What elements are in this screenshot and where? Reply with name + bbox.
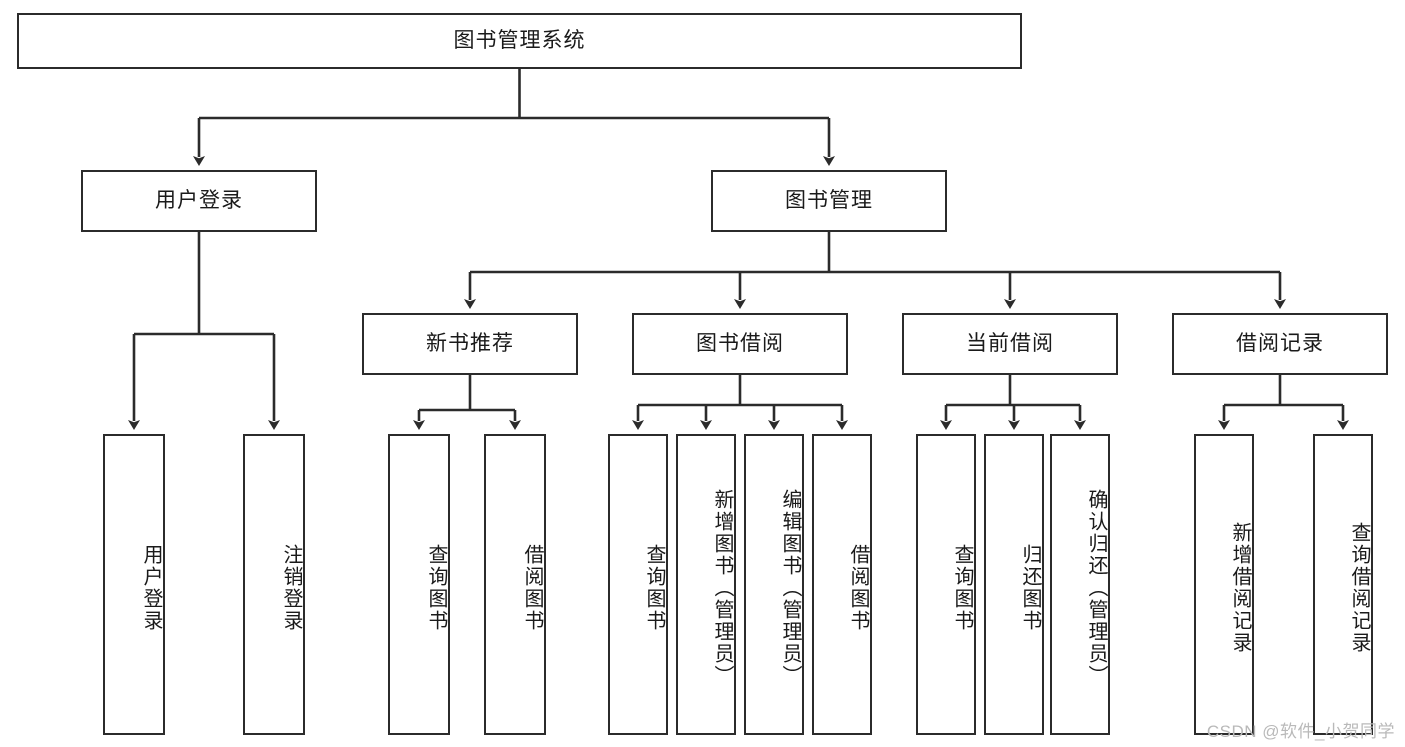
node-label: 查询图书 — [643, 543, 665, 632]
leaf-node-leaf-query-record[interactable]: 查询借阅记录 — [1313, 434, 1373, 735]
node-label: 当前借阅 — [966, 332, 1054, 356]
leaf-node-leaf-query-book-borrow[interactable]: 查询图书 — [608, 434, 668, 735]
branch-node-book-borrow[interactable]: 图书借阅 — [632, 313, 848, 375]
branch-node-book-manage[interactable]: 图书管理 — [711, 170, 947, 232]
leaf-node-leaf-return-book[interactable]: 归还图书 — [984, 434, 1044, 735]
branch-node-current-borrow[interactable]: 当前借阅 — [902, 313, 1118, 375]
leaf-node-leaf-query-book-rec[interactable]: 查询图书 — [388, 434, 450, 735]
node-label: 借阅图书 — [847, 543, 869, 632]
node-label: 新增借阅记录 — [1229, 521, 1251, 654]
node-label: 借阅图书 — [521, 543, 543, 632]
branch-node-user-login[interactable]: 用户登录 — [81, 170, 317, 232]
node-label: 归还图书 — [1019, 543, 1041, 632]
node-label: 编辑图书（管理员） — [779, 488, 801, 687]
root-node-root[interactable]: 图书管理系统 — [17, 13, 1022, 69]
node-label: 图书借阅 — [696, 332, 784, 356]
leaf-node-leaf-add-record[interactable]: 新增借阅记录 — [1194, 434, 1254, 735]
node-label: 查询图书 — [425, 543, 447, 632]
node-label: 图书管理 — [785, 189, 873, 213]
leaf-node-leaf-borrow-book-rec[interactable]: 借阅图书 — [484, 434, 546, 735]
node-label: 查询借阅记录 — [1348, 521, 1370, 654]
node-label: 确认归还（管理员） — [1085, 488, 1107, 687]
node-label: 借阅记录 — [1236, 332, 1324, 356]
leaf-node-leaf-query-book-cur[interactable]: 查询图书 — [916, 434, 976, 735]
node-label: 查询图书 — [951, 543, 973, 632]
node-label: 新增图书（管理员） — [711, 488, 733, 687]
node-label: 图书管理系统 — [453, 29, 586, 53]
leaf-node-leaf-edit-book[interactable]: 编辑图书（管理员） — [744, 434, 804, 735]
branch-node-borrow-record[interactable]: 借阅记录 — [1172, 313, 1388, 375]
leaf-node-leaf-borrow-book[interactable]: 借阅图书 — [812, 434, 872, 735]
leaf-node-leaf-logout[interactable]: 注销登录 — [243, 434, 305, 735]
node-label: 用户登录 — [155, 189, 243, 213]
leaf-node-leaf-user-login[interactable]: 用户登录 — [103, 434, 165, 735]
watermark-label: CSDN @软件_小贺同学 — [1206, 722, 1395, 741]
leaf-node-leaf-confirm-return[interactable]: 确认归还（管理员） — [1050, 434, 1110, 735]
node-label: 用户登录 — [140, 543, 162, 632]
branch-node-new-book-rec[interactable]: 新书推荐 — [362, 313, 578, 375]
node-label: 新书推荐 — [426, 332, 514, 356]
node-label: 注销登录 — [280, 543, 302, 632]
leaf-node-leaf-add-book[interactable]: 新增图书（管理员） — [676, 434, 736, 735]
